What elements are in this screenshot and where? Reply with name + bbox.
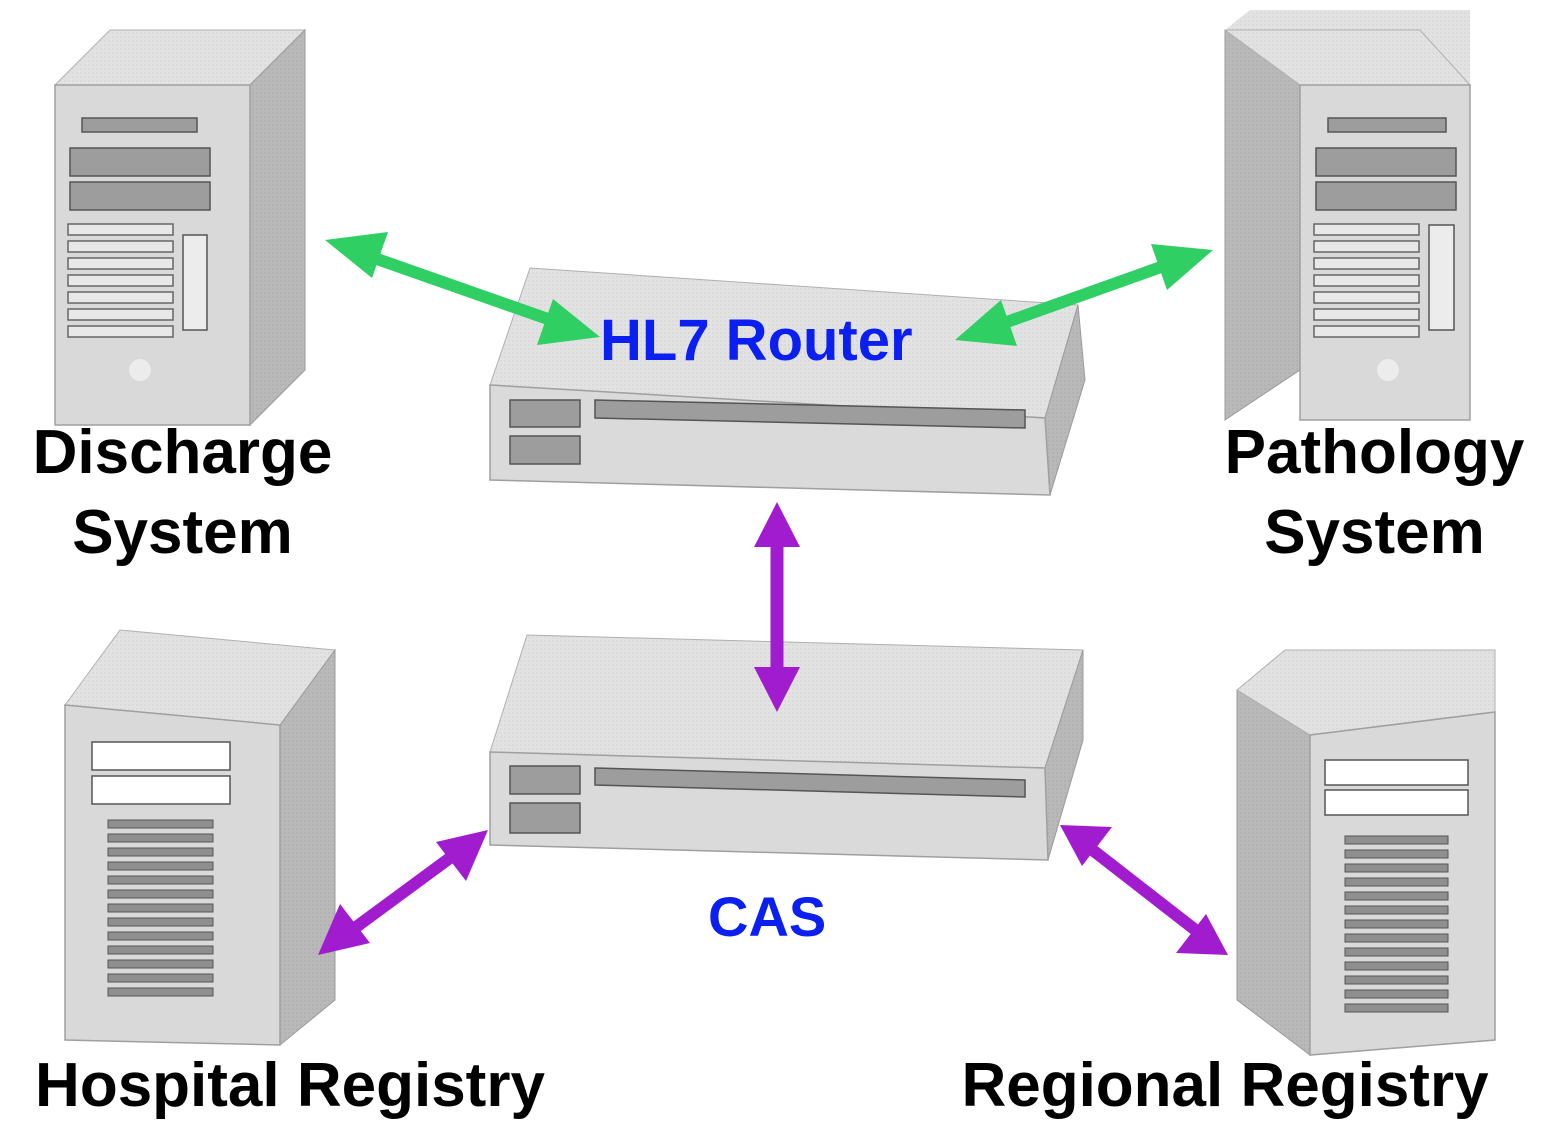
cas-label: CAS [708, 885, 827, 948]
hospital-cas-arrow [318, 830, 488, 955]
discharge-system-label: Discharge System [10, 422, 355, 564]
cas-server-icon [489, 634, 1084, 861]
discharge-router-arrow [325, 232, 600, 345]
discharge-server-icon [53, 28, 307, 427]
router-cas-arrow [754, 502, 800, 712]
hospital-registry-server-icon [64, 629, 336, 1047]
discharge-label-line2: System [72, 498, 293, 567]
discharge-label-line1: Discharge [32, 418, 333, 487]
pathology-server-icon [1223, 10, 1472, 421]
regional-registry-label: Regional Registry [961, 1051, 1489, 1120]
pathology-router-arrow [955, 244, 1213, 346]
pathology-label-line1: Pathology [1224, 418, 1525, 487]
regional-cas-arrow [1060, 825, 1228, 955]
hospital-registry-label: Hospital Registry [35, 1051, 545, 1120]
hl7-router-icon [489, 267, 1086, 496]
regional-registry-server-icon [1236, 649, 1496, 1057]
hl7-router-label: HL7 Router [600, 308, 913, 373]
pathology-label-line2: System [1264, 498, 1485, 567]
pathology-system-label: Pathology System [1205, 422, 1544, 564]
